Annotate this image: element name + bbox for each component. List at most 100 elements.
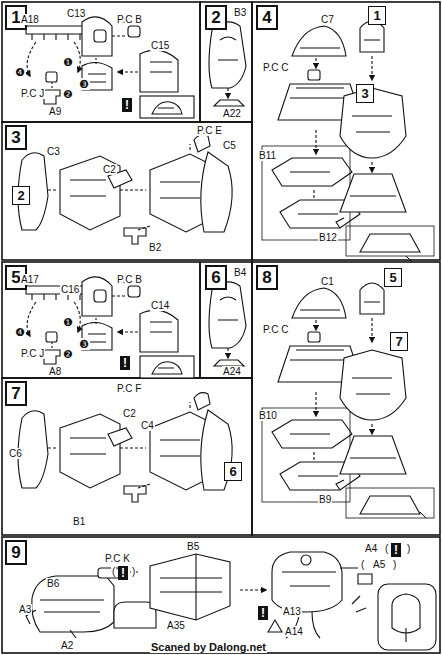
part-label: C6 — [8, 448, 23, 459]
step-number: 9 — [5, 540, 27, 565]
node-text: 8 — [262, 269, 271, 286]
node-text: 5 — [389, 271, 396, 284]
part-label: B1 — [72, 516, 86, 527]
part-label: P.C B — [116, 14, 143, 25]
node-text: 1 — [373, 9, 380, 22]
part-label: A13 — [282, 606, 302, 617]
part-label: C7 — [320, 14, 335, 25]
order-number: ❸ — [78, 78, 90, 90]
part-label: A24 — [222, 366, 242, 377]
node-text: 7 — [11, 385, 20, 402]
part-label: ) — [392, 559, 397, 570]
part-label: B12 — [318, 232, 338, 243]
part-label: A8 — [48, 366, 62, 377]
part-label: A18 — [20, 14, 40, 25]
part-label: C2 — [122, 408, 137, 419]
subassembly-ref: 1 — [368, 6, 386, 25]
caution-mark: ! — [258, 606, 268, 620]
part-label: C13 — [66, 8, 86, 19]
part-label: B6 — [46, 578, 60, 589]
part-label: P.C E — [196, 125, 223, 136]
order-number: ❶ — [62, 56, 74, 68]
order-number: ❷ — [62, 88, 74, 100]
order-number: ❹ — [14, 66, 26, 78]
part-label: C14 — [150, 300, 170, 311]
leg-assembly — [18, 135, 232, 244]
node-text: 4 — [262, 9, 271, 26]
part-label: P.C B — [116, 274, 143, 285]
order-number: ❷ — [62, 348, 74, 360]
part-label: A4 — [364, 543, 378, 554]
part-label: B5 — [186, 541, 200, 552]
node-text: 2 — [17, 189, 24, 202]
leg-assembly — [18, 393, 232, 502]
part-label: ( — [360, 559, 365, 570]
node-text: ! — [121, 567, 125, 579]
step-number: 7 — [5, 381, 27, 406]
part-label: A9 — [48, 106, 62, 117]
node-text: 6 — [229, 465, 236, 478]
part-label: ( — [111, 566, 116, 577]
subassembly-ref: 5 — [384, 268, 402, 287]
step-number: 2 — [205, 5, 227, 30]
part-label: ) — [131, 566, 136, 577]
backpack-parts — [26, 550, 436, 650]
part-label: C1 — [320, 276, 335, 287]
node-text: ! — [394, 544, 398, 556]
step-number: 4 — [256, 5, 278, 30]
node-text: ! — [125, 99, 129, 111]
node-text: 3 — [11, 129, 20, 146]
node-text: ! — [123, 357, 127, 369]
part-label: A14 — [284, 626, 304, 637]
torso-assembly — [262, 283, 434, 518]
part-label: C4 — [140, 420, 155, 431]
order-number: ❶ — [62, 316, 74, 328]
caution-mark: ! — [120, 356, 130, 370]
step-number: 8 — [256, 265, 278, 290]
step-number: 3 — [5, 125, 27, 150]
part-label: B2 — [148, 242, 162, 253]
part-label: A2 — [60, 640, 74, 651]
part-label: ( — [384, 543, 389, 554]
head-parts — [26, 17, 194, 118]
order-number: ❹ — [14, 326, 26, 338]
part-label: B10 — [258, 410, 278, 421]
subassembly-ref: 7 — [390, 332, 408, 351]
caution-mark: ! — [122, 98, 132, 112]
leg-parts — [209, 282, 246, 366]
order-number: ❸ — [78, 338, 90, 350]
node-text: 7 — [395, 335, 402, 348]
part-label: C16 — [60, 284, 80, 295]
tool-icon — [406, 256, 426, 518]
caution-mark: ! — [391, 543, 401, 557]
part-label: P.C F — [116, 383, 142, 394]
node-text: 2 — [211, 9, 220, 26]
part-label: A3 — [18, 604, 32, 615]
part-label: P.C C — [262, 62, 289, 73]
node-text: ! — [261, 607, 265, 619]
part-label: A35 — [166, 620, 186, 631]
node-text: 9 — [11, 544, 20, 561]
watermark: Scaned by Dalong.net — [150, 641, 267, 653]
part-label: B9 — [318, 494, 332, 505]
node-text: 6 — [211, 269, 220, 286]
part-label: C15 — [150, 40, 170, 51]
subassembly-ref: 3 — [356, 84, 374, 103]
part-label: B4 — [233, 267, 247, 278]
part-label: ) — [406, 543, 411, 554]
part-label: B3 — [233, 7, 247, 18]
part-label: A22 — [222, 108, 242, 119]
subassembly-ref: 2 — [12, 186, 30, 205]
part-label: C5 — [222, 140, 237, 151]
leg-parts — [209, 22, 246, 106]
torso-assembly — [262, 21, 434, 256]
part-label: C2 — [102, 164, 117, 175]
part-label: B11 — [258, 150, 277, 161]
part-label: P.C K — [104, 553, 131, 564]
part-label: A5 — [372, 559, 386, 570]
part-label: A17 — [20, 274, 40, 285]
head-parts — [26, 277, 194, 378]
part-label: P.C J — [20, 88, 45, 99]
part-label: C3 — [46, 146, 61, 157]
